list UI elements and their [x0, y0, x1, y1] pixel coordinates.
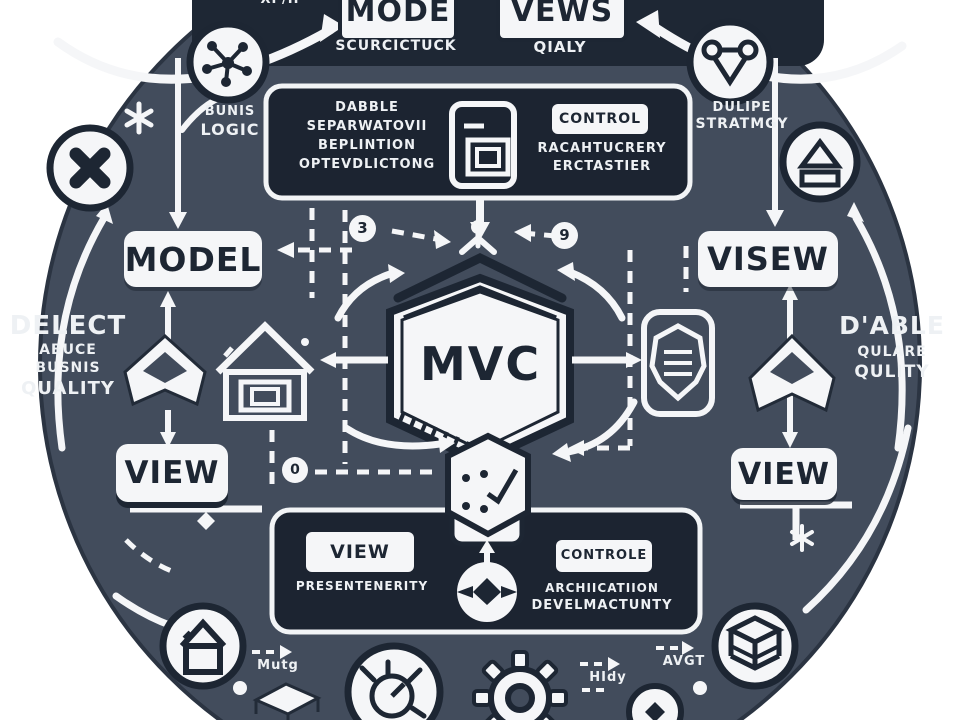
mode-box: MODE — [338, 0, 458, 42]
bar-down-lines — [175, 58, 778, 222]
top-box-right-line1: RACAHTUCRERY — [537, 141, 667, 156]
bottom-right-line2: DEVELMACTUNTY — [531, 598, 673, 613]
corner-bottom-left-label: Mutg — [257, 658, 299, 673]
arrowhead — [568, 440, 584, 456]
top-box-line: OPTEVDLICTONG — [298, 157, 436, 172]
vews-box: VEWS — [496, 0, 628, 42]
side-left-line1: ABUCE — [39, 342, 97, 358]
side-left-line2: BUSNIS — [35, 360, 101, 376]
arrowhead — [552, 443, 571, 462]
bottom-right-line1: ARCHIICATIION — [545, 581, 659, 595]
control-button: CONTROL — [552, 104, 648, 134]
arrowhead-left — [320, 352, 336, 368]
dashed-lines — [124, 208, 689, 692]
badge-3: 3 — [349, 215, 376, 242]
vews-label: VEWS — [510, 0, 614, 29]
tablet-shield-icon — [641, 309, 715, 417]
top-box-right-line2: ERCTASTIER — [552, 159, 652, 174]
bottom-left-subtext: PRESENTENERITY — [295, 579, 429, 593]
corner-top-right-line2: STRATMGY — [695, 116, 789, 132]
house-nested-icon — [215, 321, 315, 421]
arrowhead — [438, 434, 455, 453]
package-icon — [711, 602, 799, 690]
left-column — [123, 291, 315, 530]
top-box-line: BEPLINTION — [318, 138, 416, 153]
arrowhead-down — [766, 210, 784, 227]
blob — [693, 681, 707, 695]
diamond-spiral-icon — [626, 683, 684, 720]
arrowhead — [608, 657, 620, 671]
arrowhead — [434, 230, 451, 249]
arrowhead-down — [169, 212, 187, 229]
arrowhead — [514, 224, 531, 242]
visew-node: VISEW — [698, 231, 838, 287]
checklist-icon — [445, 432, 531, 538]
view-left-node: VIEW — [116, 444, 228, 502]
right-column — [641, 284, 852, 540]
side-left-line3: QUALITY — [21, 378, 115, 399]
diamond-circle-icon — [457, 540, 517, 622]
model-node: MODEL — [124, 231, 262, 287]
vews-subtext: QIALY — [533, 38, 587, 56]
corner-top-right-line1: DULIPE — [712, 100, 772, 115]
arrowhead — [636, 10, 660, 38]
arrowhead — [557, 262, 575, 281]
asterisk-icon — [790, 524, 814, 552]
cross-icon — [46, 124, 134, 212]
document-icon — [449, 101, 517, 189]
mvc-center-label: MVC — [420, 337, 542, 391]
arrowhead — [388, 264, 405, 283]
controle-button: CONTROLE — [556, 540, 652, 572]
arrowhead — [280, 645, 292, 659]
arrowhead — [277, 242, 294, 258]
roof-arrow-icon — [748, 333, 836, 413]
side-right-title: D'ABLE — [839, 311, 945, 340]
side-right-line2: QULITY — [854, 362, 930, 382]
corner-top-left-line2: LOGIC — [200, 120, 260, 139]
badge-0: 0 — [282, 457, 308, 483]
asterisk-icon — [124, 101, 154, 135]
gauge-icon — [344, 642, 444, 720]
arrowhead — [320, 14, 344, 42]
corner-bottom-right-label: AVGT — [662, 654, 706, 669]
molecule-icon — [186, 20, 270, 104]
arrowhead — [96, 203, 113, 224]
mode-subtext: SCURCICTUCK — [335, 38, 457, 54]
top-box-left-text: DABBLE SEPARWATOVII BEPLINTION OPTEVDLIC… — [292, 98, 442, 174]
arrowhead — [847, 202, 864, 222]
view-right-node: VIEW — [731, 448, 837, 500]
blob — [233, 681, 247, 695]
side-right-line1: QULARE — [857, 344, 927, 360]
anchor-glyph-icon — [459, 220, 497, 255]
corner-bottom-mid-label: HIdy — [589, 670, 627, 685]
roof-icon — [123, 333, 207, 407]
top-partial-text: XP/II — [248, 0, 312, 8]
top-box-line: DABBLE — [335, 100, 399, 115]
bottom-view-button: VIEW — [306, 532, 414, 572]
gear-icon — [472, 650, 568, 720]
mode-label: MODE — [345, 0, 451, 29]
badge-9: 9 — [551, 222, 578, 249]
hexagon-corner-arrows — [334, 268, 638, 456]
triangle-network-icon — [686, 18, 774, 106]
small-cube-icon — [252, 682, 322, 720]
top-box-line: SEPARWATOVII — [306, 119, 428, 134]
corner-top-left-line1: BUNIS — [204, 104, 256, 119]
eject-home-icon — [779, 121, 861, 203]
arrowhead — [682, 641, 694, 655]
home-icon — [159, 602, 247, 690]
side-left-title: DELECT — [9, 311, 127, 341]
